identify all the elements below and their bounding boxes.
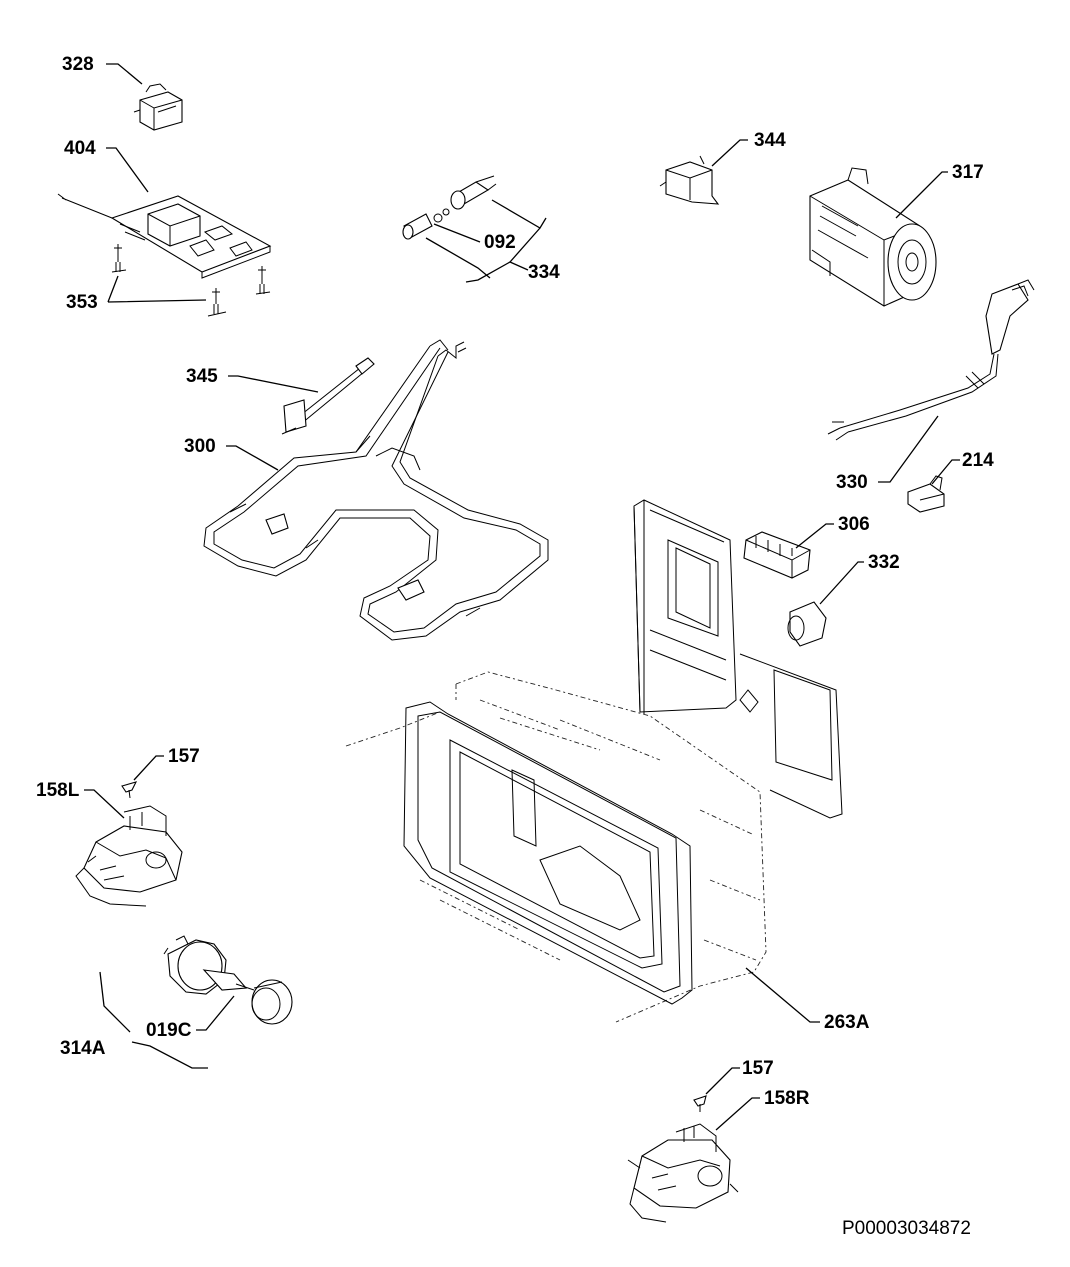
leader-317 — [895, 171, 948, 219]
leader-158R — [715, 1097, 760, 1131]
leader-306 — [795, 523, 834, 549]
label-334: 334 — [528, 262, 560, 283]
part-158R-hinge-right — [627, 1123, 739, 1223]
label-404: 404 — [64, 138, 96, 159]
leader-092 — [433, 223, 481, 243]
label-353: 353 — [66, 292, 98, 313]
leader-263A — [745, 967, 820, 1023]
leader-404 — [106, 147, 149, 193]
part-158L-hinge-left — [75, 805, 183, 907]
label-328: 328 — [62, 54, 94, 75]
leader-214 — [931, 459, 960, 485]
part-344-bracket — [659, 155, 720, 205]
part-214-clip — [907, 475, 945, 513]
part-019C-knob — [251, 979, 293, 1025]
part-328-relay — [133, 83, 183, 131]
label-306: 306 — [838, 514, 870, 535]
leader-344 — [711, 139, 748, 167]
part-330-power-cord — [827, 279, 1035, 441]
leader-157-right — [705, 1067, 740, 1095]
drawing-code: P00003034872 — [842, 1218, 971, 1239]
label-157-left: 157 — [168, 746, 200, 767]
label-314A: 314A — [60, 1038, 106, 1059]
label-332: 332 — [868, 552, 900, 573]
label-317: 317 — [952, 162, 984, 183]
leader-158L — [84, 789, 125, 819]
leader-332 — [819, 561, 864, 605]
label-092: 092 — [484, 232, 516, 253]
label-214: 214 — [962, 450, 994, 471]
part-353-spacers — [111, 244, 271, 317]
label-345: 345 — [186, 366, 218, 387]
label-019C: 019C — [146, 1020, 192, 1041]
leader-328 — [106, 63, 143, 85]
part-157-screw-right — [693, 1095, 707, 1112]
part-157-screw-left — [121, 781, 138, 799]
part-317-fan-motor — [809, 167, 937, 307]
part-345-temperature-sensor — [281, 357, 375, 435]
part-332-lamp-cover — [787, 601, 827, 647]
part-306-terminal-block — [743, 531, 811, 579]
leader-300 — [226, 445, 279, 471]
leader-345 — [228, 375, 319, 393]
leader-157-left — [133, 755, 164, 781]
label-263A: 263A — [824, 1012, 870, 1033]
part-404-control-board — [57, 193, 272, 279]
part-334-lamp-holder — [402, 175, 497, 240]
bracket-314A — [99, 971, 208, 1069]
leader-330 — [878, 415, 939, 483]
label-158R: 158R — [764, 1088, 810, 1109]
part-263A-oven-body — [345, 671, 767, 1023]
label-157-right: 157 — [742, 1058, 774, 1079]
part-rear-panel — [633, 499, 843, 819]
leader-353 — [107, 275, 207, 303]
label-300: 300 — [184, 436, 216, 457]
label-344: 344 — [754, 130, 786, 151]
leader-019C — [196, 995, 235, 1031]
part-300-grill-element — [203, 339, 549, 641]
part-314A-control-switch — [163, 935, 255, 995]
label-330: 330 — [836, 472, 868, 493]
bracket-334 — [425, 199, 547, 283]
label-158L: 158L — [36, 780, 80, 801]
